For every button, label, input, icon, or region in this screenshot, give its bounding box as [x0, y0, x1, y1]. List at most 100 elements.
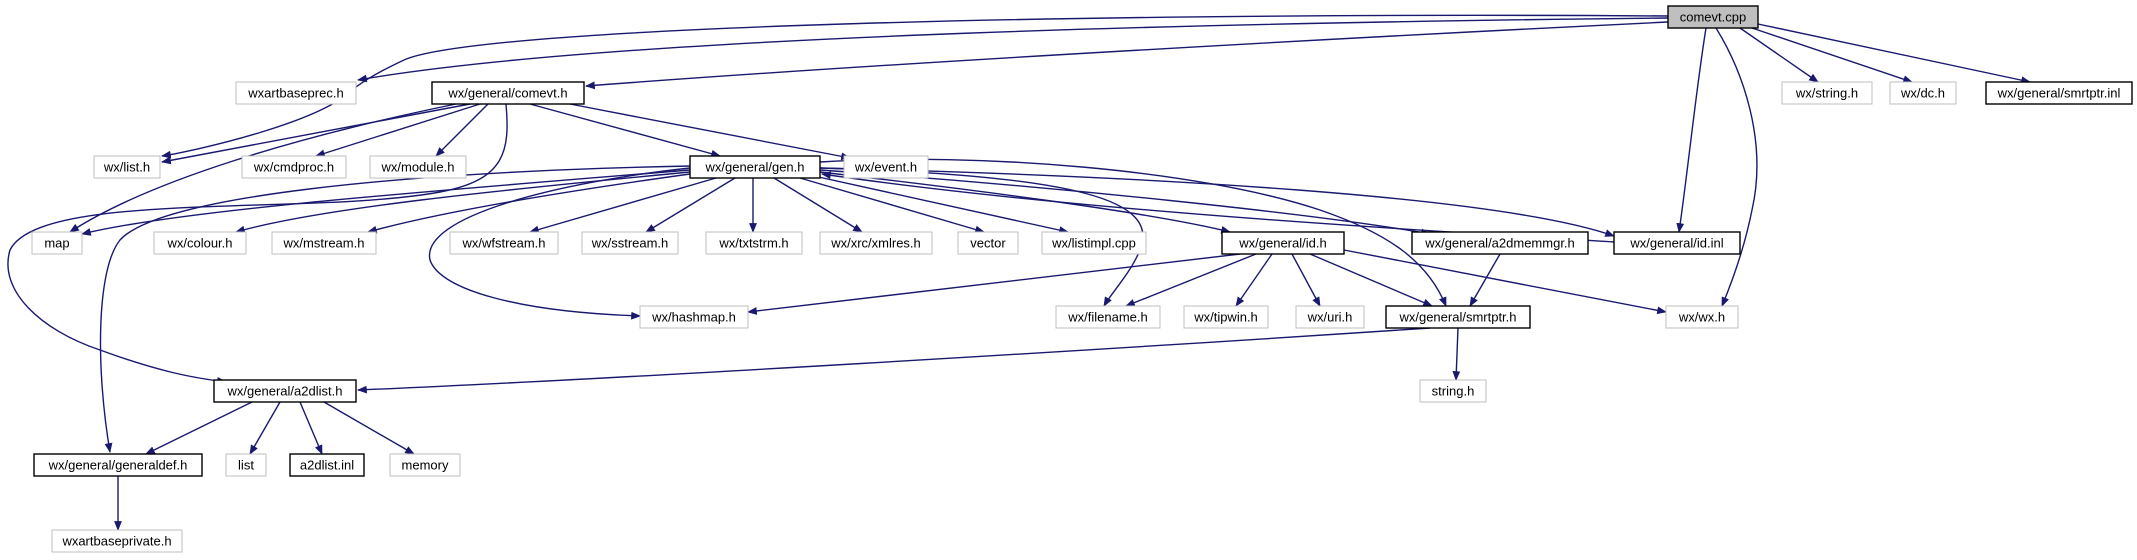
edge-id-h-to-wx-hashmap: [747, 253, 1241, 315]
node-string-h: string.h: [1419, 379, 1487, 403]
node-label: wx/dc.h: [1900, 86, 1945, 101]
node-gen-h[interactable]: wx/general/gen.h: [689, 155, 821, 179]
node-label: wx/general/generaldef.h: [48, 458, 188, 473]
node-box: [1889, 81, 1957, 105]
node-generaldef[interactable]: wx/general/generaldef.h: [33, 453, 203, 477]
node-wx-uri: wx/uri.h: [1295, 305, 1365, 329]
edge-id-h-to-wx-wx: [1343, 249, 1667, 315]
edge-a2dmemmgr-to-smrtptr-h: [1469, 253, 1501, 307]
node-label: wx/wfstream.h: [461, 236, 545, 251]
node-box: [1183, 305, 1269, 329]
edge-comevt-h-to-a2dlist-h: [7, 103, 508, 385]
node-label: string.h: [1432, 384, 1475, 399]
edge-gen-h-to-vector: [799, 177, 985, 234]
edge-gen-h-to-wx-wfstream: [529, 177, 717, 234]
edge-a2dlist-h-to-generaldef: [145, 401, 253, 455]
node-box: [1667, 5, 1759, 29]
edge-comevt-cpp-to-wx-string: [1739, 27, 1819, 83]
node-smrtptr-h[interactable]: wx/general/smrtptr.h: [1385, 305, 1531, 329]
node-label: wx/module.h: [381, 160, 455, 175]
node-label: wx/listimpl.cpp: [1051, 236, 1136, 251]
node-box: [1419, 379, 1487, 403]
node-wx-tipwin: wx/tipwin.h: [1183, 305, 1269, 329]
node-wx-colour: wx/colour.h: [153, 231, 247, 255]
edge-gen-h-to-id-inl: [819, 167, 1615, 237]
edge-smrtptr-h-to-string-h: [1452, 327, 1461, 381]
node-box: [93, 155, 161, 179]
edge-id-h-to-smrtptr-h: [1309, 253, 1433, 307]
edge-comevt-cpp-to-smrtptr-inl: [1757, 23, 2031, 84]
edge-gen-h-to-map: [81, 169, 691, 236]
node-box: [225, 453, 267, 477]
node-label: wx/general/id.inl: [1629, 236, 1723, 251]
node-box: [1385, 305, 1531, 329]
edges: [7, 14, 2031, 531]
node-label: wx/cmdproc.h: [253, 160, 334, 175]
node-a2dmemmgr[interactable]: wx/general/a2dmemmgr.h: [1411, 231, 1589, 255]
edge-id-h-to-wx-tipwin: [1235, 253, 1273, 307]
node-box: [289, 453, 365, 477]
edge-gen-h-to-smrtptr-h: [819, 158, 1447, 307]
node-map: map: [31, 231, 83, 255]
node-wx-txtstrm: wx/txtstrm.h: [705, 231, 803, 255]
node-box: [1295, 305, 1365, 329]
edge-comevt-cpp-to-id-inl: [1676, 27, 1707, 233]
node-wx-event: wx/event.h: [843, 155, 929, 179]
node-wx-listimpl: wx/listimpl.cpp: [1041, 231, 1147, 255]
node-box: [1041, 231, 1147, 255]
edge-comevt-h-to-wx-list: [161, 103, 471, 165]
edge-comevt-cpp-to-wxartbaseprec: [357, 17, 1669, 83]
node-a2dlist-inl[interactable]: a2dlist.inl: [289, 453, 365, 477]
edge-comevt-h-to-wx-cmdproc: [315, 103, 481, 158]
edge-gen-h-to-wx-filename: [819, 167, 1144, 307]
node-id-h[interactable]: wx/general/id.h: [1221, 231, 1345, 255]
node-wx-module: wx/module.h: [369, 155, 467, 179]
edge-a2dlist-h-to-memory: [323, 401, 415, 455]
node-label: wx/general/comevt.h: [447, 86, 567, 101]
node-label: wx/filename.h: [1067, 310, 1147, 325]
edge-gen-h-to-wx-hashmap: [428, 167, 691, 320]
node-box: [213, 379, 357, 403]
node-box: [1781, 81, 1873, 105]
node-box: [389, 453, 461, 477]
edge-a2dlist-h-to-list: [249, 401, 281, 455]
node-wx-wfstream: wx/wfstream.h: [449, 231, 559, 255]
node-label: wx/general/gen.h: [704, 160, 804, 175]
edge-comevt-cpp-to-wx-dc: [1751, 27, 1913, 83]
node-box: [1665, 305, 1739, 329]
node-label: wx/wx.h: [1678, 310, 1725, 325]
node-label: wx/list.h: [103, 160, 150, 175]
node-box: [1055, 305, 1161, 329]
node-a2dlist-h[interactable]: wx/general/a2dlist.h: [213, 379, 357, 403]
edge-comevt-cpp-to-wx-wx: [1715, 27, 1758, 307]
edge-smrtptr-h-to-a2dlist-h: [357, 327, 1431, 394]
node-box: [241, 155, 347, 179]
node-wxartbaseprivate: wxartbaseprivate.h: [51, 529, 183, 553]
node-id-inl[interactable]: wx/general/id.inl: [1613, 231, 1741, 255]
node-wx-wx: wx/wx.h: [1665, 305, 1739, 329]
node-label: wx/general/smrtptr.inl: [1997, 86, 2121, 101]
node-wx-cmdproc: wx/cmdproc.h: [241, 155, 347, 179]
edge-comevt-h-to-map: [69, 103, 457, 233]
node-box: [235, 81, 357, 105]
node-label: wx/colour.h: [166, 236, 232, 251]
node-smrtptr-inl[interactable]: wx/general/smrtptr.inl: [1985, 81, 2133, 105]
node-label: wx/txtstrm.h: [718, 236, 788, 251]
node-label: a2dlist.inl: [300, 458, 354, 473]
node-wx-filename: wx/filename.h: [1055, 305, 1161, 329]
node-wxartbaseprec: wxartbaseprec.h: [235, 81, 357, 105]
node-label: wxartbaseprivate.h: [61, 534, 171, 549]
node-label: wx/hashmap.h: [651, 310, 736, 325]
edge-id-h-to-wx-filename: [1125, 253, 1257, 307]
node-comevt-h[interactable]: wx/general/comevt.h: [431, 81, 585, 105]
node-comevt-cpp: comevt.cpp: [1667, 5, 1759, 29]
node-label: vector: [970, 236, 1006, 251]
node-box: [369, 155, 467, 179]
node-box: [1411, 231, 1589, 255]
node-box: [431, 81, 585, 105]
node-label: map: [44, 236, 69, 251]
edge-gen-h-to-wx-sstream: [645, 177, 736, 233]
node-wx-xmlres: wx/xrc/xmlres.h: [819, 231, 933, 255]
node-label: wx/string.h: [1795, 86, 1858, 101]
